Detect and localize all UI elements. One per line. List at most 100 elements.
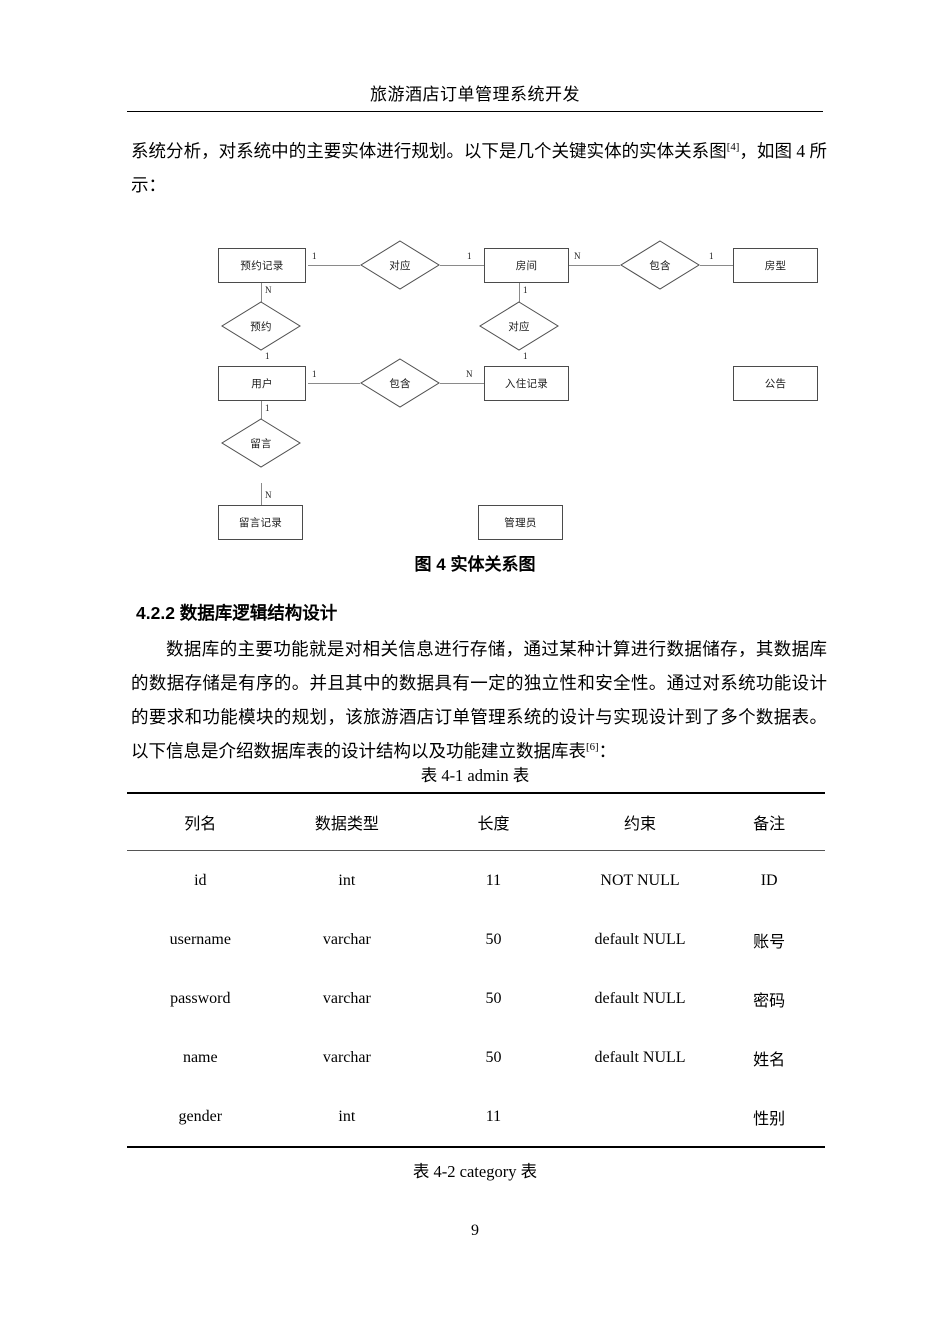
cell-remark: ID (760, 871, 778, 889)
er-entity-label: 管理员 (504, 517, 537, 529)
connector-message-record (261, 483, 262, 525)
cardinality-reservation-book: N (265, 285, 272, 295)
cell-length: 50 (485, 989, 502, 1007)
er-relationship-label: 留言 (250, 437, 272, 450)
cell-remark: 性别 (713, 1087, 825, 1148)
running-header: 旅游酒店订单管理系统开发 (127, 80, 823, 112)
cell-datatype: varchar (322, 989, 371, 1007)
cell-constraint: NOT NULL (600, 871, 680, 889)
diamond-shape-icon (360, 358, 440, 408)
er-entity-label: 入住记录 (504, 378, 549, 390)
er-entity-label: 房型 (764, 260, 787, 272)
table-row: name varchar 50 default NULL 姓名 (127, 1028, 825, 1087)
db-text-part2: ： (598, 741, 617, 761)
er-entity-checkin-record: 入住记录 (484, 366, 569, 401)
intro-paragraph: 系统分析，对系统中的主要实体进行规划。以下是几个关键实体的实体关系图[4]，如图… (131, 134, 827, 202)
table-header-row: 列名 数据类型 长度 约束 备注 (127, 792, 825, 851)
cell-remark: 姓名 (753, 1051, 786, 1069)
er-relationship-user-checkin: 包含 (360, 358, 440, 408)
cell-constraint (566, 1087, 714, 1148)
column-header-remark: 备注 (713, 792, 825, 851)
page-number: 9 (471, 1222, 479, 1239)
er-entity-label: 留言记录 (238, 517, 283, 529)
cell-remark: 密码 (753, 992, 786, 1010)
cardinality-room-corr2: 1 (523, 285, 528, 295)
table-row: password varchar 50 default NULL 密码 (127, 969, 825, 1028)
table-admin: 列名 数据类型 长度 约束 备注 id int 11 NOT NULL ID u… (127, 792, 825, 1148)
cell-length: 11 (485, 871, 502, 889)
cell-name: password (170, 989, 231, 1007)
table-row: username varchar 50 default NULL 账号 (127, 910, 825, 969)
column-header-length: 长度 (420, 792, 567, 851)
diamond-shape-icon (221, 301, 301, 351)
er-relationship-room-roomtype: 包含 (620, 240, 700, 290)
er-relationship-label: 包含 (389, 377, 411, 390)
er-entity-label: 用户 (251, 378, 273, 390)
er-entity-reservation-record: 预约记录 (218, 248, 306, 283)
cardinality-room-contain: N (574, 251, 581, 261)
cell-name: username (169, 930, 231, 948)
cell-name: name (182, 1048, 218, 1066)
column-header-name: 列名 (127, 792, 274, 851)
connector-room-contain (568, 265, 620, 266)
cell-constraint: default NULL (594, 989, 686, 1007)
table-category-caption: 表 4-2 category 表 (412, 1162, 538, 1181)
er-relationship-label: 预约 (250, 320, 272, 333)
cardinality-corr-room: 1 (467, 251, 472, 261)
cell-length: 50 (485, 1048, 502, 1066)
cardinality-contain-roomtype: 1 (709, 251, 714, 261)
cardinality-message-record: N (265, 490, 272, 500)
cardinality-corr2-checkin: 1 (523, 351, 528, 361)
table-admin-head: 列名 数据类型 长度 约束 备注 (127, 792, 825, 851)
table-row: id int 11 NOT NULL ID (127, 851, 825, 911)
er-relationship-reservation-room: 对应 (360, 240, 440, 290)
er-relationship-label: 包含 (649, 259, 671, 272)
cell-length: 50 (485, 930, 502, 948)
connector-corr-room (440, 265, 485, 266)
cell-constraint: default NULL (594, 930, 686, 948)
cell-datatype: varchar (322, 930, 371, 948)
er-entity-announcement: 公告 (733, 366, 818, 401)
er-entity-label: 公告 (764, 378, 787, 390)
er-relationship-room-checkin: 对应 (479, 301, 559, 351)
diamond-shape-icon (479, 301, 559, 351)
cardinality-user-message: 1 (265, 403, 270, 413)
database-paragraph: 数据库的主要功能就是对相关信息进行存储，通过某种计算进行数据储存，其数据库的数据… (131, 632, 827, 768)
connector-user-contain2 (308, 383, 360, 384)
er-relationship-user-message: 留言 (221, 418, 301, 468)
er-relationship-reservation-user: 预约 (221, 301, 301, 351)
intro-text-part2: ，如图 4 所示： (131, 141, 828, 195)
diamond-shape-icon (620, 240, 700, 290)
cell-constraint: default NULL (594, 1048, 686, 1066)
er-entity-user: 用户 (218, 366, 306, 401)
cell-datatype: int (273, 1087, 421, 1148)
table-row: gender int 11 性别 (127, 1087, 825, 1148)
cell-datatype: varchar (322, 1048, 371, 1066)
cardinality-book-user: 1 (265, 351, 270, 361)
cell-name: id (194, 871, 207, 889)
cardinality-reservation-corr: 1 (312, 251, 317, 261)
header-rule (127, 111, 823, 112)
er-entity-message-record: 留言记录 (218, 505, 303, 540)
er-relationship-label: 对应 (508, 320, 530, 333)
diamond-shape-icon (221, 418, 301, 468)
er-diagram: 预约记录 对应 房间 包含 房型 预约 (0, 225, 950, 545)
er-entity-label: 房间 (515, 260, 538, 272)
cardinality-user-contain2: 1 (312, 369, 317, 379)
db-text-part1: 数据库的主要功能就是对相关信息进行存储，通过某种计算进行数据储存，其数据库的数据… (131, 639, 827, 761)
figure-caption: 图 4 实体关系图 (414, 555, 536, 574)
cell-name: gender (127, 1087, 274, 1148)
cardinality-contain2-checkin: N (466, 369, 473, 379)
cell-datatype: int (338, 871, 356, 889)
column-header-datatype: 数据类型 (273, 792, 421, 851)
diamond-shape-icon (360, 240, 440, 290)
er-entity-room-type: 房型 (733, 248, 818, 283)
citation-ref-4: [4] (726, 141, 740, 154)
er-entity-administrator: 管理员 (478, 505, 563, 540)
column-header-constraint: 约束 (566, 792, 714, 851)
citation-ref-6: [6] (586, 741, 599, 754)
connector-contain-roomtype (700, 265, 733, 266)
connector-contain2-checkin (440, 383, 485, 384)
section-heading: 4.2.2 数据库逻辑结构设计 (136, 603, 338, 623)
